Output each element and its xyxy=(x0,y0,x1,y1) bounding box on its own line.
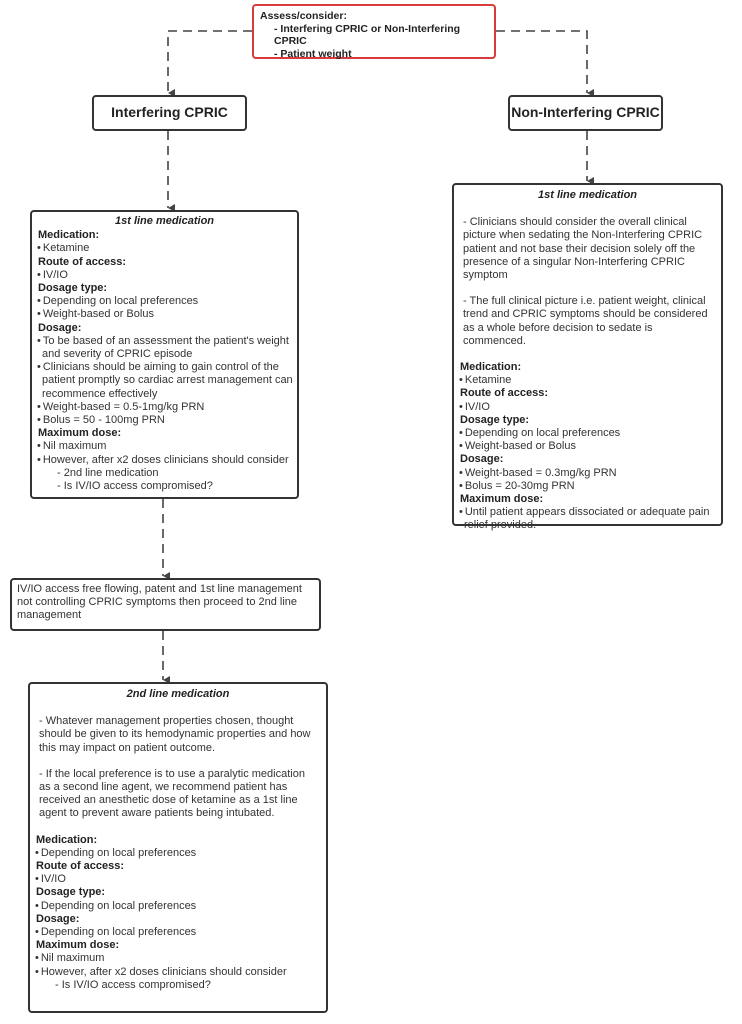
sub-item: - Is IV/IO access compromised? xyxy=(57,480,213,493)
bullet-item: Clinicians should be aiming to gain cont… xyxy=(35,361,294,401)
interfering-first-line-box: 1st line medicationMedication:KetamineRo… xyxy=(30,210,299,499)
assess-item: - Interfering CPRIC or Non-Interfering C… xyxy=(274,22,461,48)
section-heading: Route of access: xyxy=(38,255,127,268)
section-heading: Dosage: xyxy=(36,912,80,925)
sub-item: - 2nd line medication xyxy=(57,466,159,479)
section-heading: Dosage: xyxy=(38,321,82,334)
section-heading: Dosage type: xyxy=(38,282,108,295)
bullet-item: IV/IO xyxy=(35,269,294,282)
proceed-box: IV/IO access free flowing, patent and 1s… xyxy=(10,578,321,631)
section-heading: Medication: xyxy=(460,361,522,374)
bullet-item: Weight-based or Bolus xyxy=(35,308,294,321)
section-heading: Dosage: xyxy=(460,453,504,466)
section-heading: Maximum dose: xyxy=(38,427,122,440)
section-heading: Maximum dose: xyxy=(460,493,544,506)
spacer xyxy=(457,282,718,295)
paragraph: - Clinicians should consider the overall… xyxy=(463,216,703,282)
paragraph: - Whatever management properties chosen,… xyxy=(39,715,311,754)
assess-item: - Patient weight xyxy=(274,47,352,60)
bullet-item: Depending on local preferences xyxy=(33,847,323,860)
bullet-item: IV/IO xyxy=(33,873,323,886)
proceed-text: IV/IO access free flowing, patent and 1s… xyxy=(17,583,302,622)
section-heading: Medication: xyxy=(36,833,98,846)
assess-heading: Assess/consider: xyxy=(260,10,347,22)
bullet-item: Depending on local preferences xyxy=(33,900,323,913)
spacer xyxy=(33,702,323,715)
bullet-item: Depending on local preferences xyxy=(35,295,294,308)
spacer xyxy=(33,755,323,768)
bullet-item: Bolus = 20-30mg PRN xyxy=(457,480,718,493)
section-heading: Route of access: xyxy=(460,387,549,400)
bullet-item: Ketamine xyxy=(35,242,294,255)
spacer xyxy=(33,821,323,834)
interfering-cpric-title: Interfering CPRIC xyxy=(111,104,228,121)
bullet-item: Bolus = 50 - 100mg PRN xyxy=(35,414,294,427)
connector-to-non-interfering xyxy=(496,30,594,97)
non-interfering-first-line-box: 1st line medication - Clinicians should c… xyxy=(452,183,723,531)
second-line-box: 2nd line medication - Whatever management… xyxy=(28,682,328,1013)
bullet-item: Depending on local preferences xyxy=(33,926,323,939)
box-title: 2nd line medication xyxy=(126,688,230,700)
bullet-item: Ketamine xyxy=(457,374,718,387)
bullet-item: Depending on local preferences xyxy=(457,427,718,440)
box-title: 1st line medication xyxy=(114,215,215,227)
section-heading: Medication: xyxy=(38,229,100,242)
bullet-item: To be based of an assessment the patient… xyxy=(35,335,294,361)
bullet-item: Weight-based = 0.3mg/kg PRN xyxy=(457,467,718,480)
section-heading: Dosage type: xyxy=(460,413,530,426)
non-interfering-cpric-title: Non-Interfering CPRIC xyxy=(511,104,660,121)
box-title: 1st line medication xyxy=(537,189,638,201)
spacer xyxy=(457,203,718,216)
spacer xyxy=(457,348,718,361)
bullet-item: Nil maximum xyxy=(35,440,294,453)
bullet-item: However, after x2 doses clinicians shoul… xyxy=(33,966,323,979)
section-heading: Route of access: xyxy=(36,860,125,873)
bullet-item: Weight-based or Bolus xyxy=(457,440,718,453)
interfering-cpric-box: Interfering CPRIC xyxy=(92,95,247,131)
section-heading: Dosage type: xyxy=(36,886,106,899)
bullet-item: IV/IO xyxy=(457,401,718,414)
paragraph: - If the local preference is to use a pa… xyxy=(39,767,305,820)
bullet-item: Until patient appears dissociated or ade… xyxy=(457,506,718,532)
paragraph: - The full clinical picture i.e. patient… xyxy=(463,295,708,347)
non-interfering-cpric-box: Non-Interfering CPRIC xyxy=(508,95,663,131)
bullet-item: Nil maximum xyxy=(33,952,323,965)
assess-box: Assess/consider: - Interfering CPRIC or … xyxy=(252,4,496,60)
bullet-item: However, after x2 doses clinicians shoul… xyxy=(35,454,294,467)
section-heading: Maximum dose: xyxy=(36,939,120,952)
bullet-item: Weight-based = 0.5-1mg/kg PRN xyxy=(35,401,294,414)
connector-to-interfering xyxy=(167,30,252,97)
sub-item: - Is IV/IO access compromised? xyxy=(55,978,211,991)
